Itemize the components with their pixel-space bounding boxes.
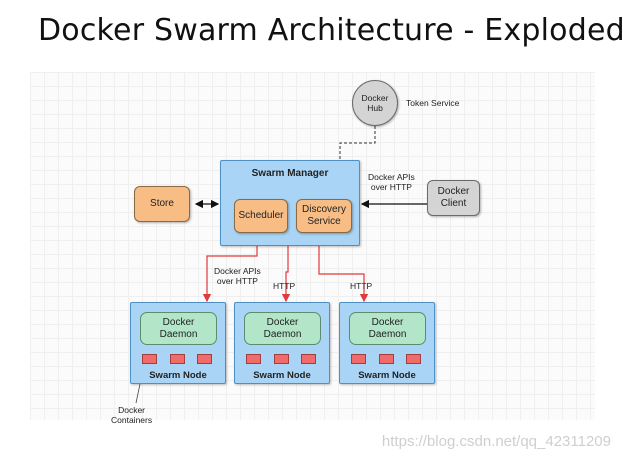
containers-label: Docker Containers [111, 405, 152, 425]
node2-link-label: HTTP [273, 281, 296, 291]
daemon-label-line2: Daemon [263, 328, 302, 340]
container-block [351, 354, 366, 364]
swarm-node: Docker Daemon Swarm Node [339, 302, 435, 384]
node3-link-label: HTTP [350, 281, 373, 291]
swarm-manager-label: Swarm Manager [251, 168, 329, 179]
docker-daemon: Docker Daemon [244, 312, 321, 345]
hub-label-line1: Docker [361, 93, 389, 103]
node3-link [318, 246, 369, 303]
docker-daemon: Docker Daemon [349, 312, 426, 345]
daemon-label-line1: Docker [266, 316, 299, 328]
scheduler-box: Scheduler [234, 199, 288, 233]
token-service-label: Token Service [406, 98, 460, 108]
containers-label-line1: Docker [118, 405, 146, 415]
page-title: Docker Swarm Architecture - Exploded [38, 13, 623, 48]
docker-hub-node: Docker Hub [352, 80, 398, 126]
discovery-label-line1: Discovery [302, 204, 346, 215]
client-label-line1: Docker [437, 186, 470, 197]
swarm-node: Docker Daemon Swarm Node [130, 302, 226, 384]
daemon-label-line1: Docker [371, 316, 404, 328]
scheduler-label: Scheduler [238, 210, 284, 221]
container-block [406, 354, 421, 364]
client-link-line2: over HTTP [370, 182, 412, 192]
hub-token-link [339, 126, 376, 160]
node2-link [281, 246, 291, 303]
client-link-line1: Docker APIs [368, 172, 415, 182]
daemon-label-line2: Daemon [368, 328, 407, 340]
node1-link-label: Docker APIs over HTTP [214, 266, 261, 286]
client-label-line2: Client [440, 198, 467, 209]
container-block [274, 354, 289, 364]
container-block [379, 354, 394, 364]
daemon-label-line1: Docker [162, 316, 195, 328]
swarm-node: Docker Daemon Swarm Node [234, 302, 330, 384]
node1-link-line1: Docker APIs [214, 266, 261, 276]
diagram-background [30, 72, 595, 420]
container-block [301, 354, 316, 364]
hub-label-line2: Hub [367, 103, 383, 113]
swarm-manager: Swarm Manager Scheduler Discovery Servic… [220, 160, 360, 246]
discovery-label-line2: Service [307, 216, 341, 227]
discovery-service-box: Discovery Service [296, 199, 352, 233]
daemon-label-line2: Daemon [159, 328, 198, 340]
container-block [170, 354, 185, 364]
store-label: Store [150, 198, 174, 209]
container-block [142, 354, 157, 364]
swarm-node-label: Swarm Node [149, 370, 207, 381]
swarm-node-label: Swarm Node [358, 370, 416, 381]
docker-daemon: Docker Daemon [140, 312, 217, 345]
container-block [246, 354, 261, 364]
swarm-node-label: Swarm Node [253, 370, 311, 381]
node1-link [202, 246, 258, 303]
container-block [197, 354, 212, 364]
containers-label-line2: Containers [111, 415, 153, 425]
store-box: Store [134, 186, 190, 222]
watermark-text: https://blog.csdn.net/qq_42311209 [381, 433, 611, 450]
node1-link-line2: over HTTP [216, 276, 258, 286]
client-link-label: Docker APIs over HTTP [368, 172, 415, 192]
docker-client-box: Docker Client [427, 180, 480, 216]
